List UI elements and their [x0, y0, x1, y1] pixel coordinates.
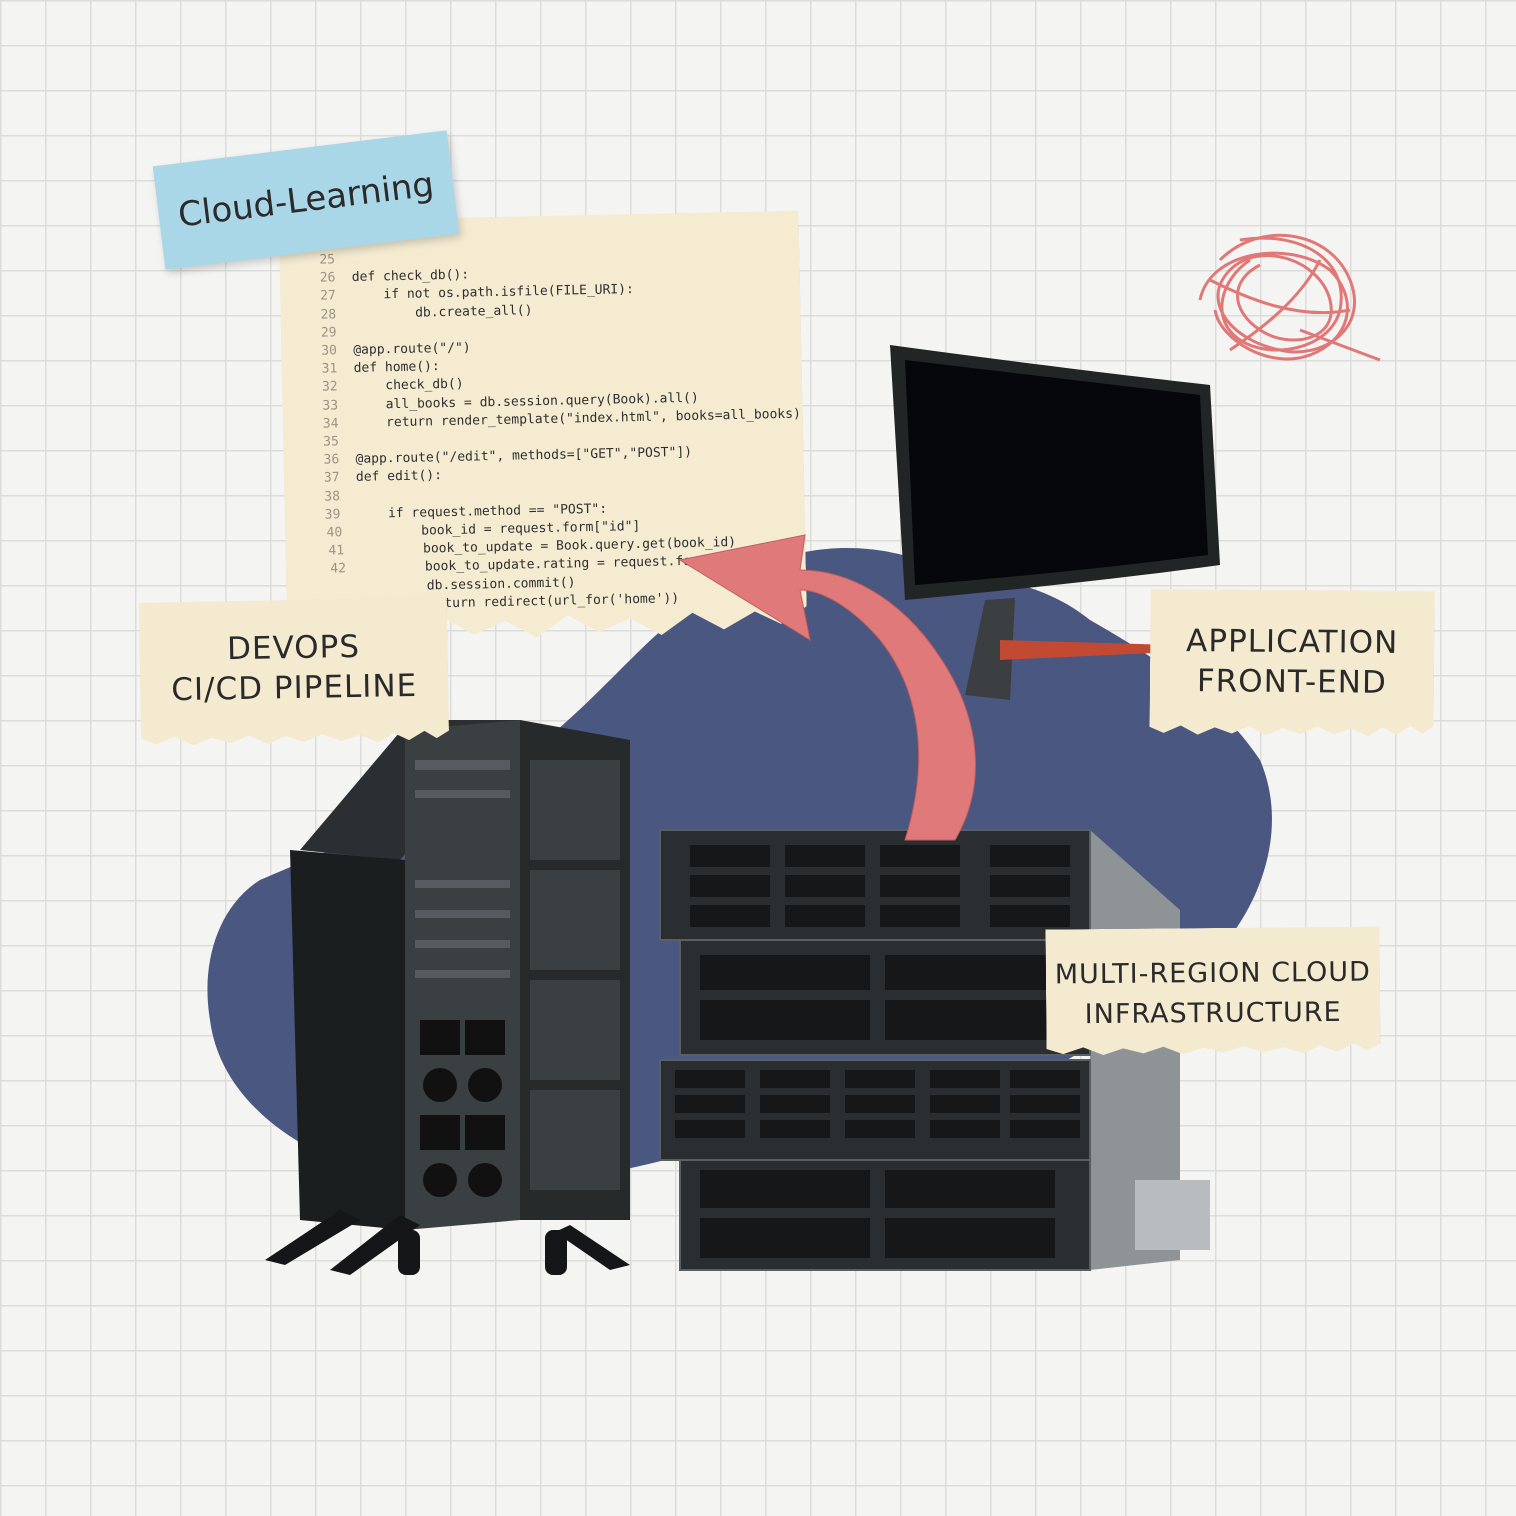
code-line-text: db.create_all() [352, 302, 533, 322]
code-line-text: book_id = request.form["id"] [358, 518, 641, 540]
code-line: 26 def check_db(): [320, 268, 470, 286]
code-line: 28 db.create_all() [320, 303, 532, 322]
code-line-number: 36 [323, 452, 340, 468]
code-line-number: 26 [319, 270, 336, 286]
code-line-number: 32 [321, 379, 338, 396]
label-application-front-end: APPLICATION FRONT-END [1149, 589, 1434, 741]
code-line-number: 40 [326, 525, 343, 541]
label-devops-pipeline: DEVOPS CI/CD PIPELINE [139, 597, 450, 750]
code-line-text: check_db() [353, 377, 464, 395]
code-line-text: def edit(): [355, 468, 443, 486]
sticker-title: Cloud-Learning [176, 164, 436, 236]
code-line: 31 def home(): [322, 359, 440, 376]
code-line-number: 39 [324, 507, 341, 523]
code-line-text: @app.route("/") [353, 340, 471, 358]
code-line: 39 if request.method == "POST": [325, 501, 608, 522]
code-line-text: def home(): [353, 359, 440, 377]
code-line-number: 37 [323, 470, 340, 486]
code-line-text: @app.route("/edit", methods=["GET","POST… [355, 445, 693, 468]
label-infra-line-1: MULTI-REGION CLOUD [1054, 956, 1371, 991]
code-line: 32 check_db() [322, 377, 464, 395]
code-line-number: 34 [322, 416, 339, 432]
code-line-number: 30 [321, 343, 338, 359]
label-devops-line-1: DEVOPS [226, 628, 361, 668]
code-line-number: 35 [323, 434, 339, 450]
code-line-number: 28 [320, 306, 337, 323]
code-line-number: 42 [330, 561, 347, 577]
code-line-number: 38 [324, 488, 341, 505]
code-line: 35 [323, 434, 355, 450]
label-frontend-line-1: APPLICATION [1185, 623, 1399, 661]
code-line-number: 29 [320, 325, 337, 341]
code-line: db.session.commit() [332, 575, 576, 595]
code-line-number: 25 [319, 252, 336, 268]
code-line: 30 @app.route("/") [321, 340, 471, 358]
code-line-number [332, 590, 364, 591]
code-line: 37 def edit(): [324, 469, 442, 486]
label-devops-line-2: CI/CD PIPELINE [170, 667, 418, 709]
label-multi-region-infrastructure: MULTI-REGION CLOUD INFRASTRUCTURE [1045, 927, 1380, 1060]
code-line: 25 [319, 252, 351, 268]
code-line-number: 27 [319, 288, 336, 305]
code-line-text: if request.method == "POST": [356, 501, 608, 522]
label-frontend-line-2: FRONT-END [1196, 663, 1387, 701]
code-line-number: 33 [322, 397, 339, 414]
code-line: 29 [321, 325, 353, 341]
label-infra-line-2: INFRASTRUCTURE [1084, 996, 1342, 1031]
code-line-number: 31 [321, 361, 338, 377]
code-line-text: def check_db(): [351, 267, 470, 286]
code-line-text: if not os.path.isfile(FILE_URI): [351, 282, 634, 304]
code-line: 27 if not os.path.isfile(FILE_URI): [320, 282, 634, 304]
code-line: 38 [324, 489, 356, 505]
code-line-text: db.session.commit() [364, 574, 576, 595]
code-line-number: 41 [328, 543, 345, 559]
code-line: 36 @app.route("/edit", methods=["GET","PO… [323, 445, 692, 468]
